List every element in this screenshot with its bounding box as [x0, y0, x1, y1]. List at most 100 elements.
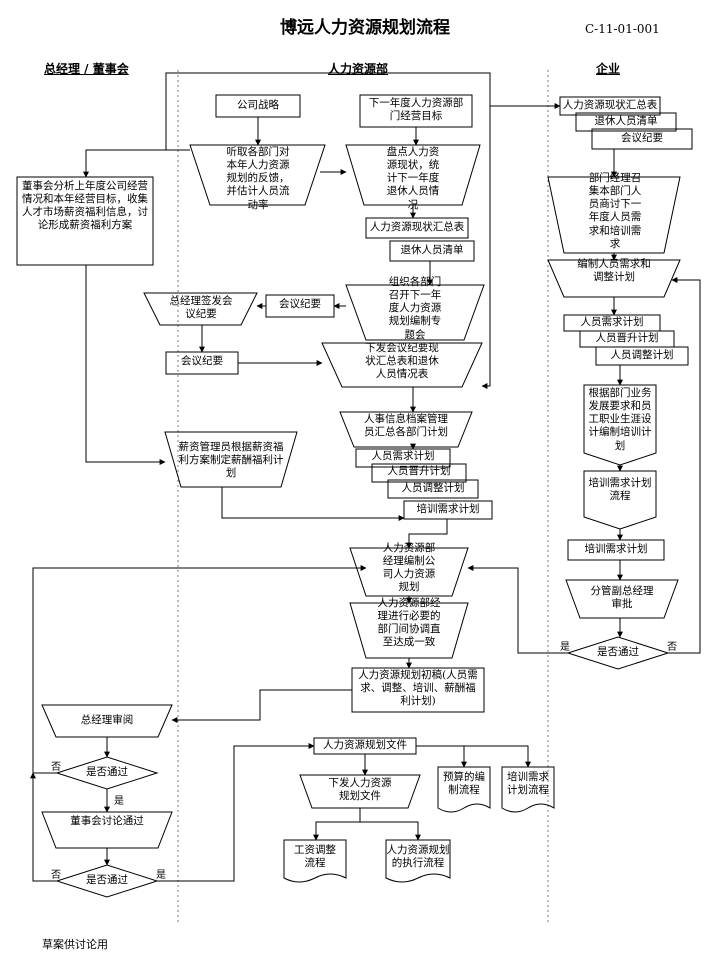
- promotion-plan-label: 人员晋升计划: [387, 465, 451, 477]
- edge-4: [83, 149, 190, 178]
- compile-demand-trapezoid: [547, 259, 681, 298]
- hr-demand-plan-label: 人员需求计划: [371, 450, 435, 462]
- manager-compile-label: 人力资源部经理编制公司人力资源规划: [382, 542, 436, 594]
- hr-demand-plan-box: [355, 448, 451, 468]
- next-year-goals-label: 下一年度人力资源部门经营目标: [368, 97, 464, 123]
- co-retire-list-label: 退休人员清单: [594, 115, 658, 127]
- co-minutes-label: 会议纪要: [621, 132, 663, 144]
- board-discuss-label: 董事会讨论通过: [70, 815, 144, 827]
- records-summary-trapezoid: [339, 411, 473, 448]
- edge-31: [481, 106, 491, 389]
- co-minutes-box: [591, 128, 693, 150]
- dept-heads-label: 部门经理召集本部门人员商讨下一年度人员需求和培训需求: [588, 172, 642, 250]
- edge-label-no-gm: 否: [51, 762, 61, 773]
- manager-compile-trapezoid: [349, 547, 469, 597]
- meeting-minutes-hr-label: 会议纪要: [279, 298, 321, 310]
- inventory-label: 盘点人力资源现状，统计下一年度退休人员情况: [386, 146, 440, 211]
- co-retire-list-box: [575, 112, 677, 132]
- adjust-plan-box: [387, 479, 479, 499]
- edge-label-no-board: 否: [51, 870, 61, 881]
- lane-header-company: 企业: [596, 62, 621, 76]
- edge-26: [416, 745, 467, 768]
- hear-feedback-trapezoid: [189, 144, 326, 206]
- edge-40: [668, 277, 701, 654]
- edge-label-yes-vp: 是: [560, 642, 570, 653]
- training-plan-box: [403, 500, 493, 520]
- edge-12: [85, 265, 166, 465]
- edge-29: [360, 821, 421, 841]
- salary-admin-label: 薪资管理员根据薪资福利方案制定薪酬福利计划: [178, 441, 284, 480]
- manager-coordinate-label: 人力资源部经理进行必要的部门间协调直至达成一致: [377, 597, 441, 649]
- organize-meeting-trapezoid: [345, 284, 485, 341]
- edge-30: [165, 72, 561, 150]
- hr-status-summary-label: 人力资源现状汇总表: [369, 221, 465, 233]
- training-process-doc: [501, 766, 555, 813]
- budget-process-doc: [437, 766, 491, 813]
- edge-41: [467, 565, 568, 654]
- promotion-plan-box: [371, 463, 467, 483]
- issue-plan-trapezoid: [299, 774, 421, 809]
- co-training-plan-box: [567, 539, 665, 561]
- hr-plan-file-label: 人力资源规划文件: [323, 739, 407, 751]
- inventory-trapezoid: [345, 144, 481, 206]
- training-flow-label: 培训需求计划流程: [588, 477, 652, 503]
- retire-list-box: [389, 240, 475, 262]
- edge-24: [157, 743, 315, 882]
- lane-header-gm: 总经理 / 董事会: [44, 62, 129, 76]
- company-strategy-label: 公司战略: [237, 99, 279, 111]
- salary-adjust-process-label: 工资调整流程: [294, 844, 336, 870]
- records-summary-label: 人事信息档案管理员汇总各部门计划: [364, 413, 448, 439]
- dept-training-label: 根据部门业务发展要求和员工职业生涯设计编制培训计划: [588, 387, 652, 452]
- page-title: 博远人力资源规划流程: [280, 18, 450, 38]
- retire-list-label: 退休人员清单: [400, 244, 464, 256]
- training-flow-shape: [583, 470, 657, 530]
- edge-27: [416, 745, 531, 768]
- organize-meeting-label: 组织各部门召开下一年度人力资源规划编制专题会: [388, 276, 442, 341]
- adjust-plan-label: 人员调整计划: [401, 482, 465, 494]
- issue-minutes-trapezoid: [321, 342, 483, 388]
- salary-adjust-process-doc: [283, 839, 347, 883]
- footer-note: 草案供讨论用: [42, 938, 108, 951]
- board-analysis-label: 董事会分析上年度公司经营情况和本年经营目标，收集人才市场薪资福利信息，讨论形成薪…: [22, 180, 148, 232]
- gm-review-label: 总经理审阅: [80, 714, 134, 726]
- execution-process-doc: [385, 839, 451, 883]
- co-adjust-plan-label: 人员调整计划: [610, 349, 674, 361]
- training-plan-label: 培训需求计划: [416, 503, 480, 515]
- document-code: C-11-01-001: [585, 22, 660, 36]
- hr-status-summary-box: [365, 217, 469, 239]
- vp-approve-trapezoid: [565, 579, 679, 619]
- issue-plan-label: 下发人力资源规划文件: [328, 777, 392, 803]
- co-status-summary-label: 人力资源现状汇总表: [562, 99, 658, 111]
- gm-review-trapezoid: [41, 704, 173, 738]
- issue-minutes-label: 下发会议纪要现状汇总表和退休人员情况表: [365, 342, 439, 381]
- edge-label-no-vp: 否: [667, 642, 677, 653]
- co-demand-plan-label: 人员需求计划: [580, 316, 644, 328]
- edge-28: [313, 808, 361, 841]
- manager-coordinate-trapezoid: [349, 602, 469, 659]
- dept-training-shape: [583, 384, 657, 466]
- hear-feedback-label: 听取各部门对本年人力资源规划的反馈，并估计人员流动率: [226, 146, 290, 211]
- pass-board-label: 是否通过: [86, 874, 128, 886]
- edge-23: [30, 772, 57, 882]
- gm-sign-minutes-label: 总经理签发会议纪要: [169, 295, 233, 321]
- edge-label-yes-gm: 是: [114, 796, 124, 807]
- lane-header-hr: 人力资源部: [328, 62, 389, 76]
- salary-admin-trapezoid: [164, 431, 298, 488]
- pass-gm-label: 是否通过: [86, 766, 128, 778]
- edge-22: [32, 565, 367, 774]
- co-promotion-plan-label: 人员晋升计划: [595, 332, 659, 344]
- compile-demand-label: 编制人员需求和调整计划: [577, 258, 651, 284]
- execution-process-label: 人力资源规划的执行流程: [386, 844, 450, 870]
- edge-label-yes-board: 是: [156, 870, 166, 881]
- draft-label: 人力资源规划初稿(人员需求、调整、培训、薪酬福利计划): [358, 669, 478, 708]
- budget-process-label: 预算的编制流程: [443, 771, 485, 797]
- co-training-plan-label: 培训需求计划: [584, 543, 648, 555]
- vp-approve-label: 分管副总经理审批: [590, 585, 654, 611]
- dept-heads-trapezoid: [547, 176, 681, 254]
- pass-gm-diamond: [55, 756, 159, 790]
- pass-vp-label: 是否通过: [597, 646, 639, 658]
- board-discuss-trapezoid: [41, 811, 173, 849]
- edge-15: [406, 519, 448, 549]
- meeting-minutes-gm-label: 会议纪要: [181, 355, 223, 367]
